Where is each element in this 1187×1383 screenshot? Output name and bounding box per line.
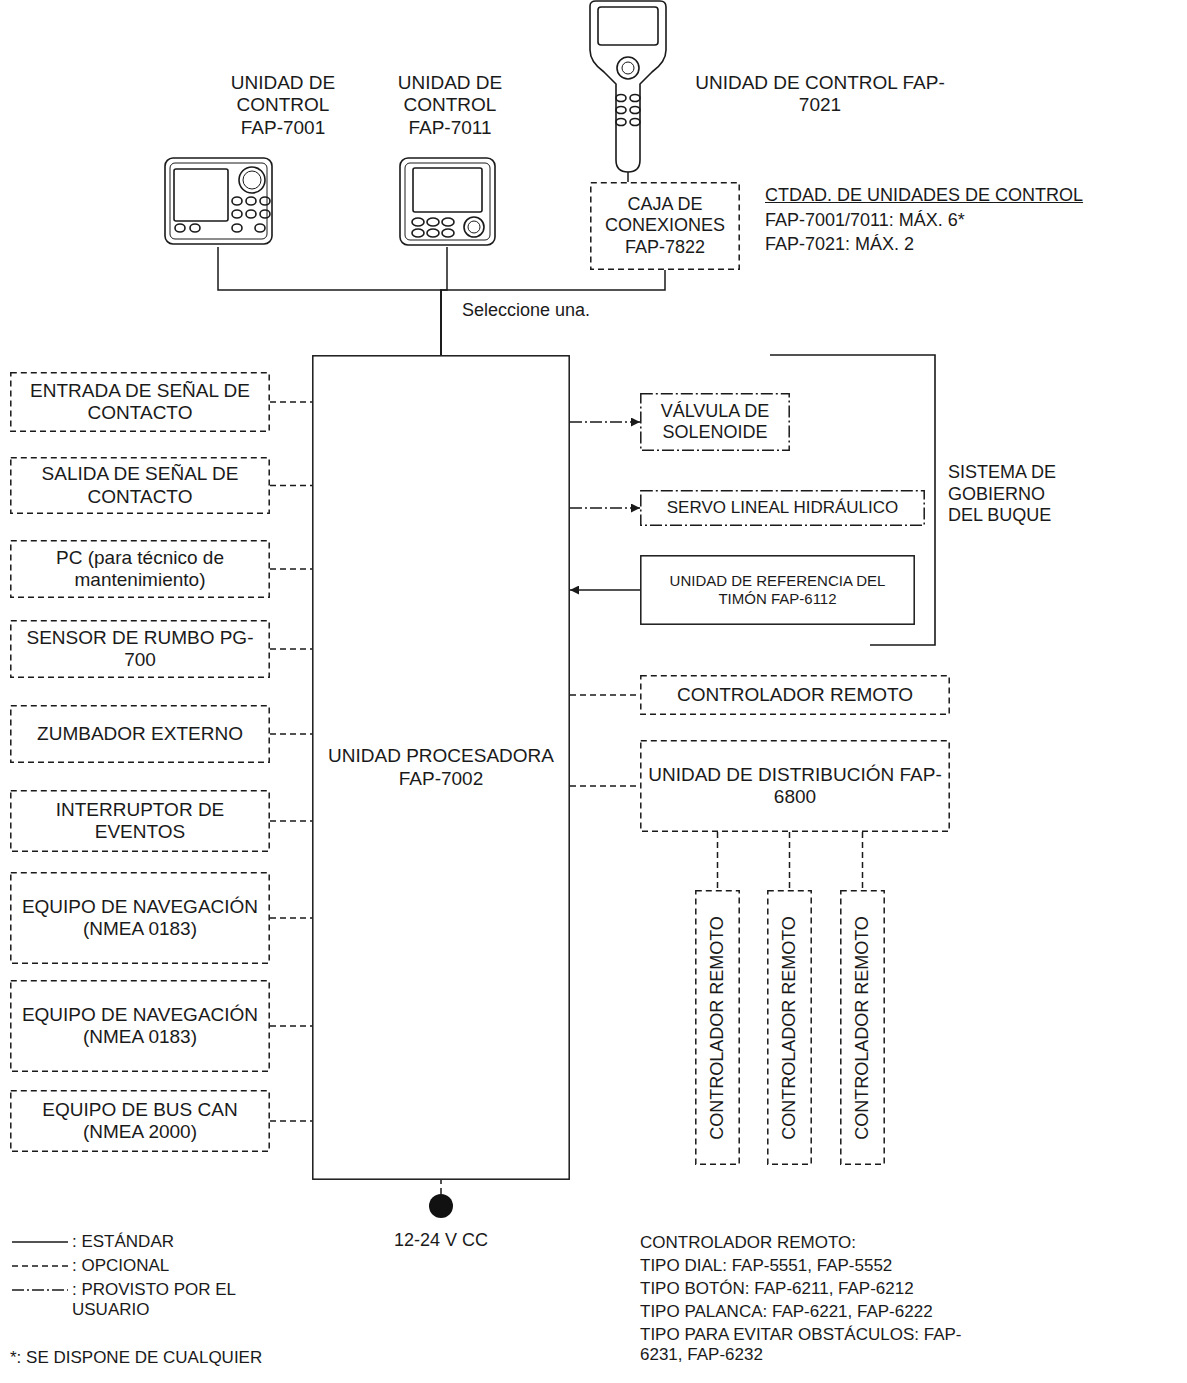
power-supply: 12-24 V CC [381,1186,501,1264]
connector-line [570,507,640,509]
connector-line [440,1180,442,1194]
legend-row: : PROVISTO POR EL USUARIO [10,1280,272,1321]
connector-line [270,401,312,403]
control-unit-drawing [400,158,495,245]
footnote: *: SE DISPONE DE CUALQUIER [10,1348,370,1368]
legend-row: : ESTÁNDAR [10,1232,272,1252]
group-label: SISTEMA DE GOBIERNO DEL BUQUE [948,462,1078,527]
node-text: EQUIPO DE NAVEGACIÓN (NMEA 0183) [18,1004,262,1049]
junction-box: CAJA DE CONEXIONES FAP-7822 [590,182,740,270]
processor-box: UNIDAD PROCESADORA FAP-7002 [312,355,570,1180]
note-text: Seleccione una. [462,300,662,322]
note-heading: CTDAD. DE UNIDADES DE CONTROL [765,185,1185,207]
valve-box: VÁLVULA DE SOLENOIDE [640,393,790,451]
control-unit: UNIDAD DE CONTROL FAP-7021 [585,0,955,172]
sensor-box: SENSOR DE RUMBO PG-700 [10,620,270,678]
rudder-reference-box: UNIDAD DE REFERENCIA DEL TIMÓN FAP-6112 [640,555,915,625]
switch-box: INTERRUPTOR DE EVENTOS [10,790,270,852]
control-unit-drawing [165,158,272,244]
legend-text: : OPCIONAL [72,1256,272,1276]
handheld-remote-drawing [590,1,666,172]
node-text: ENTRADA DE SEÑAL DE CONTACTO [18,380,262,425]
connector-line [570,694,640,696]
remote-box: CONTROLADOR REMOTO [640,675,950,715]
node-text: EQUIPO DE BUS CAN (NMEA 2000) [18,1099,262,1144]
node-text: UNIDAD PROCESADORA FAP-7002 [320,745,562,790]
node-text: 12-24 V CC [381,1230,501,1251]
connector-line [441,247,447,355]
remote-box: CONTROLADOR REMOTO [840,890,885,1165]
remote-box: CONTROLADOR REMOTO [767,890,812,1165]
canbus-box: EQUIPO DE BUS CAN (NMEA 2000) [10,1090,270,1152]
connector-line [270,648,312,650]
connector-line [862,832,864,890]
list-item: TIPO PARA EVITAR OBSTÁCULOS: FAP-6231, F… [640,1325,970,1366]
connector-line [627,172,629,182]
distribution-box: UNIDAD DE DISTRIBUCIÓN FAP-6800 [640,740,950,832]
connector-line [270,820,312,822]
connector-line [218,247,441,355]
connector-line [570,421,640,423]
node-text: CONTROLADOR REMOTO [707,916,728,1140]
legend-line-sample [10,1232,72,1252]
node-text: INTERRUPTOR DE EVENTOS [18,799,262,844]
node-text: CAJA DE CONEXIONES FAP-7822 [598,194,732,258]
note-line: FAP-7001/7011: MÁX. 6* [765,210,1185,232]
node-text: SERVO LINEAL HIDRÁULICO [667,498,898,518]
legend-text: : PROVISTO POR EL USUARIO [72,1280,272,1321]
nav-box: EQUIPO DE NAVEGACIÓN (NMEA 0183) [10,980,270,1072]
node-text: CONTROLADOR REMOTO [677,684,913,706]
node-text: PC (para técnico de mantenimiento) [18,547,262,592]
legend-row: : OPCIONAL [10,1256,272,1276]
power-dot [381,1186,501,1220]
node-text: SALIDA DE SEÑAL DE CONTACTO [18,463,262,508]
buzzer-box: ZUMBADOR EXTERNO [10,705,270,763]
node-text: EQUIPO DE NAVEGACIÓN (NMEA 0183) [18,896,262,941]
servo-box: SERVO LINEAL HIDRÁULICO [640,490,925,526]
node-text: UNIDAD DE CONTROL FAP-7021 [695,72,945,117]
node-text: ZUMBADOR EXTERNO [37,723,243,745]
node-text: SENSOR DE RUMBO PG-700 [18,627,262,672]
connector-line [441,270,665,355]
connector-line [270,917,312,919]
list-item: TIPO PALANCA: FAP-6221, FAP-6222 [640,1302,1040,1322]
remote-box: CONTROLADOR REMOTO [695,890,740,1165]
node-text: UNIDAD DE DISTRIBUCIÓN FAP-6800 [648,764,942,809]
node-text: CONTROLADOR REMOTO [779,916,800,1140]
list-item: TIPO BOTÓN: FAP-6211, FAP-6212 [640,1279,1040,1299]
connector-line [270,733,312,735]
connector-line [270,485,312,487]
legend-text: : ESTÁNDAR [72,1232,272,1252]
connector-line [570,589,640,591]
list-heading: CONTROLADOR REMOTO: [640,1233,1000,1253]
note-line: FAP-7021: MÁX. 2 [765,234,1185,256]
connector-line [789,832,791,890]
connector-line [270,568,312,570]
connector-line [270,1120,312,1122]
legend-line-sample [10,1256,72,1276]
control-unit: UNIDAD DE CONTROL FAP-7001 [160,72,380,247]
control-unit: UNIDAD DE CONTROL FAP-7011 [390,72,510,247]
io-box: SALIDA DE SEÑAL DE CONTACTO [10,457,270,514]
node-text: UNIDAD DE CONTROL FAP-7001 [223,72,343,139]
list-item: TIPO DIAL: FAP-5551, FAP-5552 [640,1256,1040,1276]
legend-line-sample [10,1280,72,1300]
node-text: UNIDAD DE REFERENCIA DEL TIMÓN FAP-6112 [648,572,907,607]
node-text: VÁLVULA DE SOLENOIDE [648,401,782,443]
connector-line [717,832,719,890]
node-text: UNIDAD DE CONTROL FAP-7011 [390,72,510,139]
pc-box: PC (para técnico de mantenimiento) [10,540,270,598]
io-box: ENTRADA DE SEÑAL DE CONTACTO [10,372,270,432]
connector-line [270,1025,312,1027]
connector-line [570,785,640,787]
node-text: CONTROLADOR REMOTO [852,916,873,1140]
nav-box: EQUIPO DE NAVEGACIÓN (NMEA 0183) [10,872,270,964]
